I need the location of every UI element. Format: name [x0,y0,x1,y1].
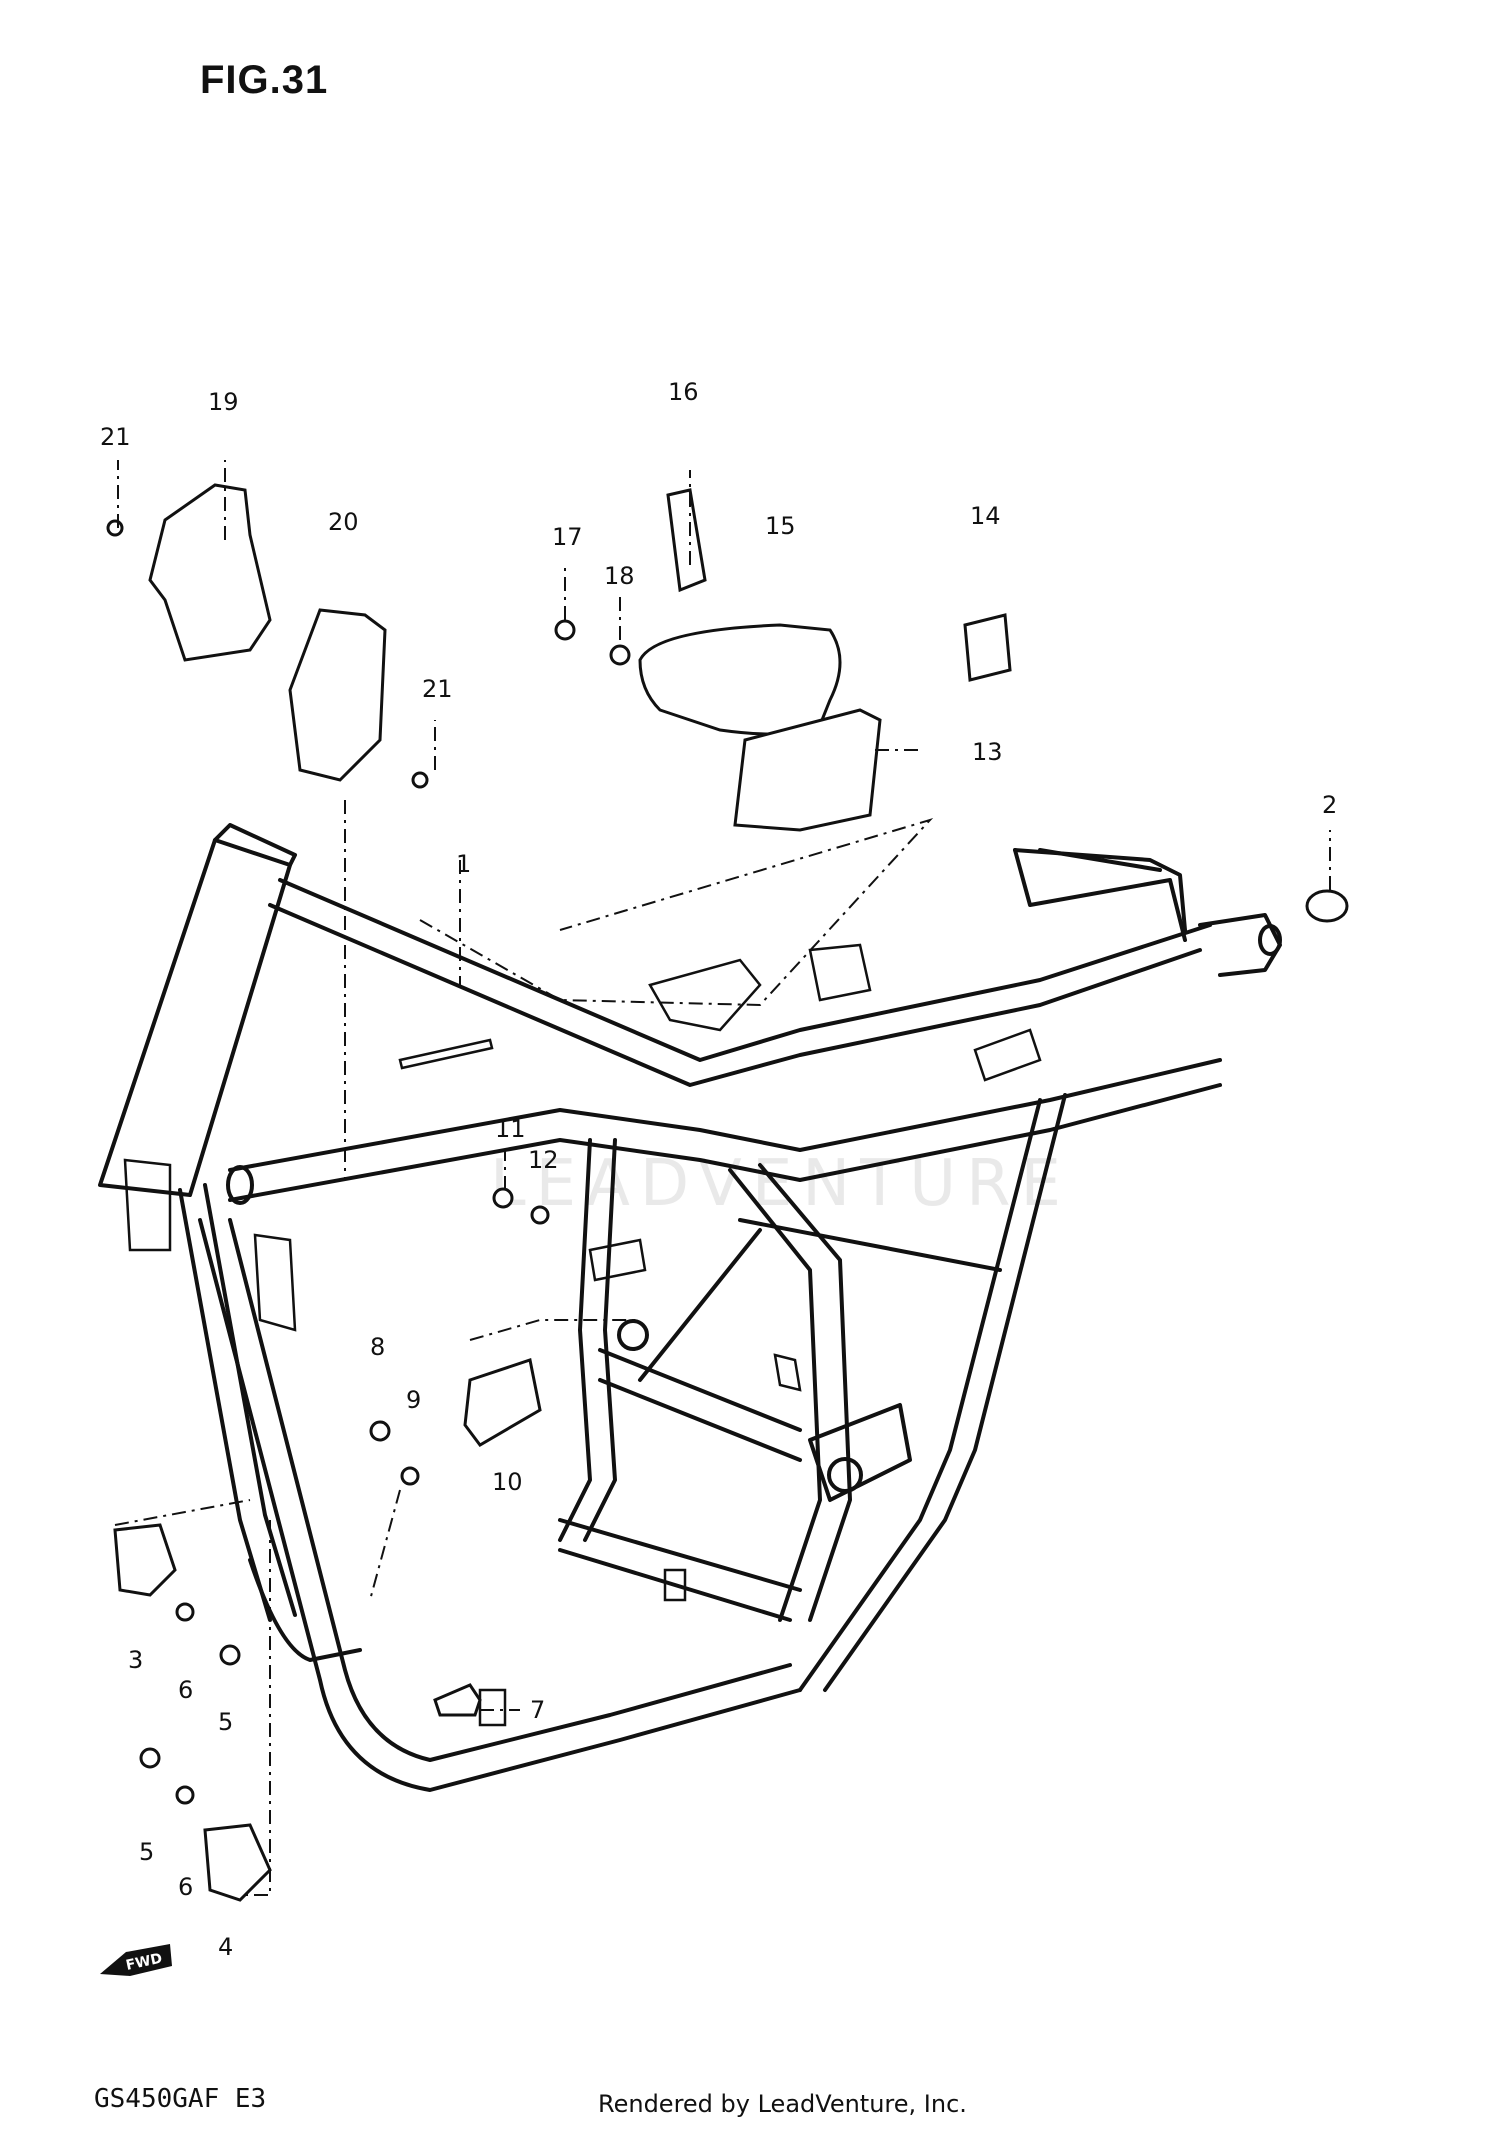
callout-16: 16 [668,378,699,406]
callout-9: 9 [406,1386,421,1414]
callout-18: 18 [604,562,635,590]
part-13 [733,708,882,832]
part-21-b [411,771,429,789]
callout-13: 13 [972,738,1003,766]
callout-14: 14 [970,502,1001,530]
part-17 [554,619,576,641]
callout-4: 4 [218,1933,233,1961]
part-5-a [219,1644,241,1666]
fwd-label: FWD [125,1951,164,1974]
part-6-b [175,1785,195,1805]
callout-1: 1 [456,850,471,878]
part-7 [433,1683,482,1717]
figure-title: FIG.31 [200,58,329,102]
callout-19: 19 [208,388,239,416]
part-15 [638,623,842,736]
callout-11: 11 [495,1115,526,1143]
callout-5-b: 5 [139,1838,154,1866]
part-8 [369,1420,391,1442]
watermark: LEADVENTURE [490,1147,1071,1221]
part-4 [203,1823,272,1902]
callout-6-b: 6 [178,1873,193,1901]
part-16 [666,488,707,593]
part-14 [963,613,1012,682]
part-18 [609,644,631,666]
callout-2: 2 [1322,791,1337,819]
callout-15: 15 [765,512,796,540]
part-10 [463,1358,542,1447]
part-9 [400,1466,420,1486]
callout-21-a: 21 [100,423,131,451]
part-12 [530,1205,550,1225]
callout-12: 12 [528,1146,559,1174]
fwd-arrow-icon: FWD [100,1944,172,1976]
callout-5-a: 5 [218,1708,233,1736]
part-21-a [106,519,124,537]
part-2 [1305,889,1349,923]
callout-3: 3 [128,1646,143,1674]
callout-20: 20 [328,508,359,536]
callout-21-b: 21 [422,675,453,703]
callout-17: 17 [552,523,583,551]
part-19 [148,483,272,662]
callout-8: 8 [370,1333,385,1361]
part-20 [288,608,387,782]
model-code: GS450GAF E3 [94,2084,267,2114]
part-3 [113,1523,177,1597]
callout-10: 10 [492,1468,523,1496]
part-6-a [175,1602,195,1622]
callout-6-a: 6 [178,1676,193,1704]
part-5-b [139,1747,161,1769]
part-11 [492,1187,514,1209]
credit-text: Rendered by LeadVenture, Inc. [598,2090,967,2118]
callout-7: 7 [530,1696,545,1724]
main-frame [98,823,1282,1792]
